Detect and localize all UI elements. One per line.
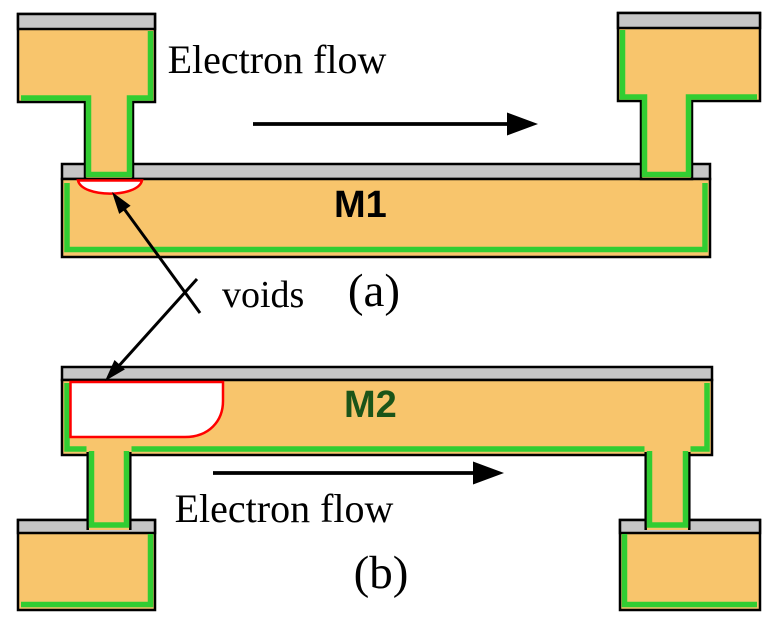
- m1-cap-layer: [60, 162, 712, 181]
- upper-left-pad-liner: [21, 31, 154, 178]
- lower-right-via-walls: [644, 452, 691, 530]
- panel-label-b: (b): [354, 547, 409, 599]
- voids-arrow-to-b-head: [105, 360, 125, 381]
- lower-right-pad: [618, 518, 762, 612]
- electron-flow-arrow-b-head: [473, 461, 504, 485]
- lower-left-via-walls: [86, 452, 132, 530]
- m2-liner: [64, 383, 710, 452]
- lower-right-pad-liner: [621, 534, 757, 608]
- voids-arrow-to-a-shaft: [120, 205, 202, 314]
- m1-line-body: [60, 177, 712, 259]
- panel-a: Electron flow M1 (a): [16, 11, 762, 317]
- voids-arrow-to-a-head: [112, 192, 131, 214]
- panel-label-a: (a): [348, 265, 400, 317]
- upper-right-pad-cap: [616, 11, 762, 30]
- upper-right-pad-liner: [619, 30, 757, 178]
- m1-label: M1: [334, 184, 387, 226]
- lower-left-via-liner: [88, 451, 130, 528]
- lower-right-via-liner: [646, 451, 689, 528]
- upper-left-pad-cap: [16, 12, 157, 31]
- electron-flow-arrow-a-head: [507, 112, 538, 136]
- void-a: [76, 179, 144, 195]
- panel-b: M2 Electron flow (b): [16, 365, 762, 612]
- electron-flow-label-a: Electron flow: [168, 37, 387, 82]
- m2-label: M2: [344, 384, 397, 426]
- m1-liner: [64, 183, 708, 253]
- void-b: [69, 380, 225, 439]
- lower-left-pad-liner: [21, 534, 154, 608]
- voids-arrow-to-b-shaft: [115, 277, 199, 370]
- voids-label: voids: [222, 274, 304, 316]
- voids-annotation: voids: [105, 192, 304, 381]
- m2-cap-layer: [60, 365, 714, 382]
- electron-flow-label-b: Electron flow: [175, 486, 394, 531]
